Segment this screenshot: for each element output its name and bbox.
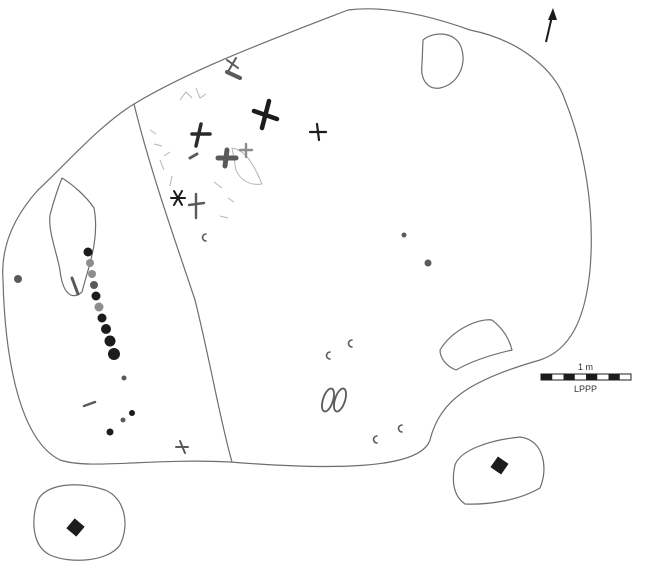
crescent-markers <box>201 233 403 444</box>
circle-marker-icon <box>104 335 116 347</box>
cross-marker-icon <box>187 192 206 220</box>
cross-marker-icon <box>215 147 239 169</box>
circle-marker-icon <box>14 275 22 283</box>
circle-marker-icon <box>401 232 407 238</box>
bar-markers <box>70 70 242 408</box>
scale-segment <box>608 374 620 380</box>
circle-markers <box>14 232 432 436</box>
stone-fragment <box>179 87 207 101</box>
circle-marker-icon <box>91 291 101 301</box>
circle-marker-icon <box>83 247 93 257</box>
niche-upper-right <box>421 33 464 89</box>
stone-fragments <box>149 87 263 219</box>
cross-marker-icon <box>190 122 212 148</box>
circle-marker-icon <box>101 324 111 334</box>
niche-left <box>49 177 97 297</box>
ash-box-icon <box>66 518 85 537</box>
bar-marker <box>188 152 199 160</box>
cross-marker-icon <box>170 190 186 206</box>
bar-marker <box>225 70 242 80</box>
cross-marker-icon <box>226 57 239 71</box>
pit-lower-left <box>33 484 126 561</box>
circle-marker-icon <box>88 270 96 278</box>
stone-fragment <box>149 129 171 157</box>
niche-lower-right <box>439 319 513 371</box>
pit-lower-right <box>452 436 545 505</box>
bar-marker <box>82 400 97 408</box>
bar-marker <box>70 276 80 296</box>
cross-marker-icon <box>251 98 280 131</box>
ash-box-icon <box>490 456 509 475</box>
circle-marker-icon <box>106 428 114 436</box>
circle-marker-icon <box>120 417 126 423</box>
scale-credit-label: LPPP <box>574 384 597 394</box>
cross-marker-icon <box>308 122 328 142</box>
scale-segment <box>541 374 553 380</box>
scale-bar: 1 m LPPP <box>540 362 632 394</box>
stone-fragment <box>231 147 263 185</box>
cross-markers <box>170 57 328 454</box>
crescent-marker-icon <box>325 351 331 360</box>
cross-marker-icon <box>238 142 254 159</box>
circle-marker-icon <box>424 259 432 267</box>
crescent-marker-icon <box>201 233 207 242</box>
stone-fragment <box>213 181 235 219</box>
circle-marker-icon <box>129 410 135 416</box>
scale-segment <box>586 374 598 380</box>
circle-marker-icon <box>86 259 94 267</box>
scale-length-label: 1 m <box>578 362 593 372</box>
cross-marker-icon <box>175 440 189 454</box>
partition-line <box>133 103 233 463</box>
crescent-marker-icon <box>397 424 403 433</box>
circle-marker-icon <box>94 302 104 312</box>
circle-marker-icon <box>121 375 127 381</box>
stone-fragment <box>159 159 173 187</box>
circle-marker-icon <box>108 348 120 360</box>
circle-marker-icon <box>90 281 98 289</box>
crescent-marker-icon <box>372 435 378 444</box>
scale-segment <box>563 374 575 380</box>
crescent-marker-icon <box>347 339 353 348</box>
circle-marker-icon <box>97 313 107 323</box>
double-ring-marker <box>321 387 347 413</box>
north-arrow-icon <box>545 8 557 43</box>
burial-pit-outline <box>2 8 592 468</box>
